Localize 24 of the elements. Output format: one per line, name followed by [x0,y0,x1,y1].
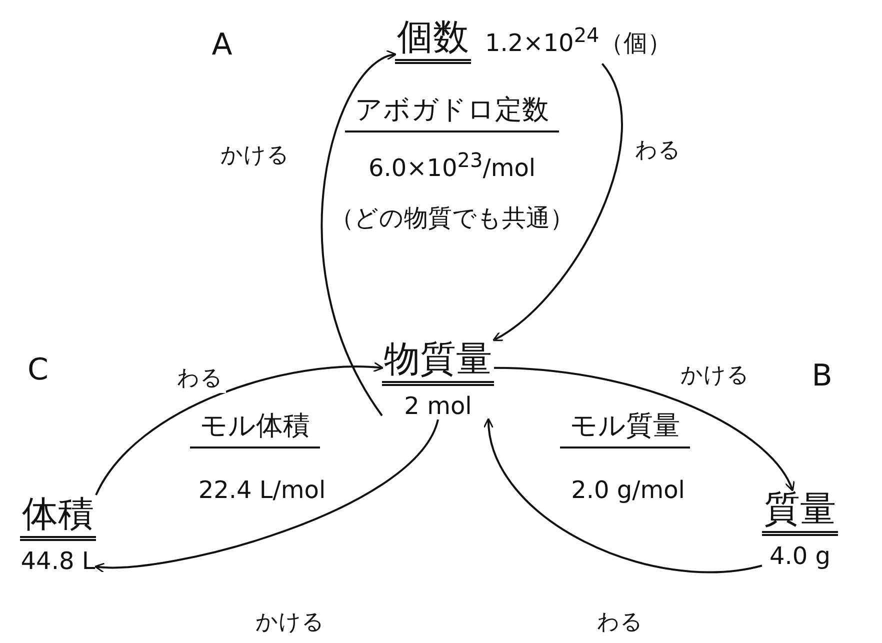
arrow [320,52,397,416]
arrow [494,366,794,492]
arrow [95,362,384,496]
quantity-label: 物質量 [382,340,494,386]
quantity-label: 質量 [762,490,838,536]
value-label: 2 mol [404,392,472,420]
arrow [484,418,762,574]
value-label: 44.8 L [20,546,96,575]
arrow [492,63,623,342]
constant-value: 22.4 L/mol [198,476,326,504]
constant-name: アボガドロ定数 [345,92,559,132]
arrow [94,419,439,572]
value-label: 1.2×10$^{24}$（個） [485,22,672,59]
corner-letter: C [28,352,48,388]
constant-value: 2.0 g/mol [571,476,685,504]
quantity-label: 個数 [395,18,471,64]
note-text: （どの物質でも共通） [330,203,574,234]
value-label: 4.0 g [769,542,831,570]
corner-letter: B [812,358,832,394]
quantity-label: 体積 [20,495,96,541]
constant-name: モル体積 [190,408,320,448]
constant-name: モル質量 [560,408,690,448]
constant-value: 6.0×10$^{23}$/mol [368,148,536,182]
corner-letter: A [212,28,232,62]
